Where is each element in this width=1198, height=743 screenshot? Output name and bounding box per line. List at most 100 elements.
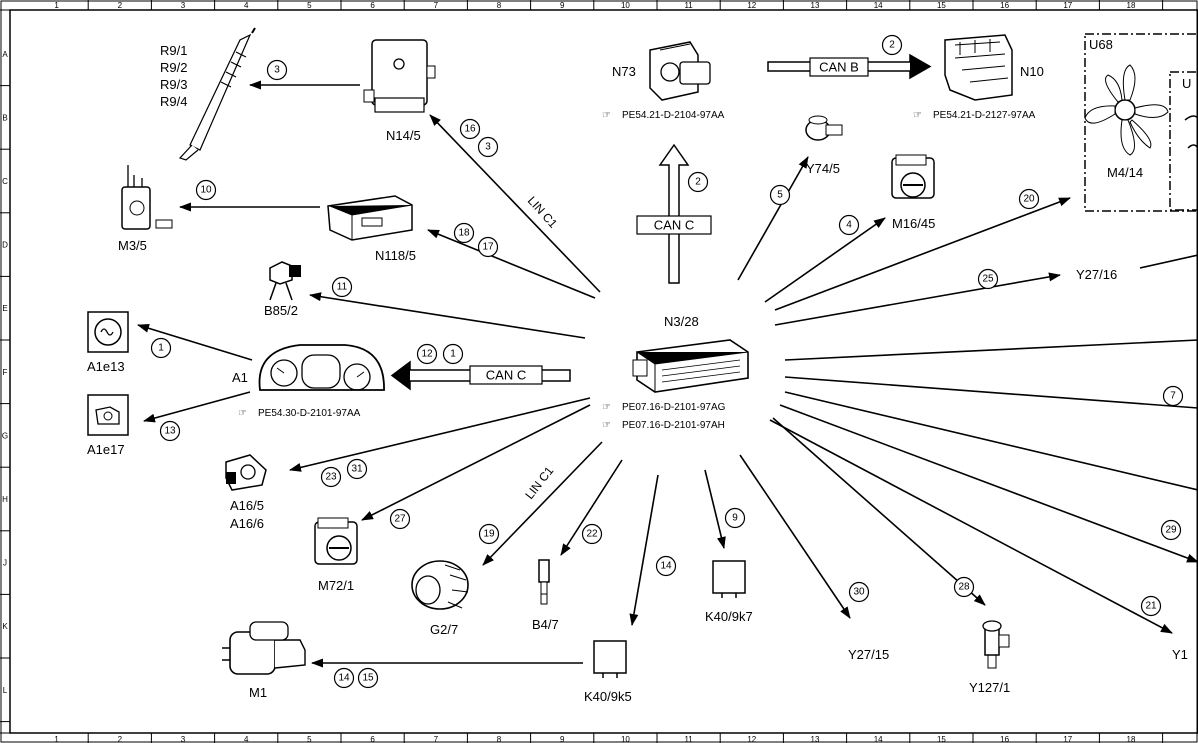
grid-col-4: 4 <box>244 1 249 10</box>
marker-m19_g27: 19 <box>478 523 500 545</box>
marker-m13_a1e17: 13 <box>159 420 181 442</box>
n73-ref-icon: ☞ <box>602 110 611 121</box>
can-c-label: CAN C <box>654 218 694 233</box>
control-unit-n118-5-icon[interactable] <box>327 195 413 241</box>
y1-partial-label: Y1 <box>1172 647 1188 662</box>
a1-ref[interactable]: PE54.30-D-2101-97AA <box>258 408 361 419</box>
marker-number: 19 <box>483 529 495 540</box>
marker-m25_y27: 25 <box>977 268 999 290</box>
grid-col-1: 1 <box>54 1 59 10</box>
indicator-a1e17-icon[interactable] <box>87 394 129 436</box>
marker-m31_a16: 31 <box>346 458 368 480</box>
can-b-label: CAN B <box>819 60 859 75</box>
marker-number: 25 <box>982 274 994 285</box>
m4-14-label: M4/14 <box>1107 165 1143 180</box>
marker-number: 22 <box>586 529 598 540</box>
marker-number: 11 <box>337 282 348 293</box>
r9-2-label: R9/2 <box>160 60 187 75</box>
grid-row-C: C <box>2 177 8 186</box>
marker-number: 13 <box>164 426 176 437</box>
starter-motor-m1-icon[interactable] <box>222 621 306 675</box>
fuel-pump-m3-5-icon[interactable] <box>121 165 173 230</box>
grid-col-10: 10 <box>621 735 630 743</box>
grid-col-1: 1 <box>54 735 59 743</box>
marker-m5_y74: 5 <box>769 184 791 206</box>
m72-1-label: M72/1 <box>318 578 354 593</box>
center-ref-2[interactable]: PE07.16-D-2101-97AH <box>622 420 725 431</box>
grid-col-17: 17 <box>1063 1 1072 10</box>
sensor-b85-2-icon[interactable] <box>269 261 301 301</box>
n14-5-label: N14/5 <box>386 128 421 143</box>
marker-m11_b85: 11 <box>331 276 353 298</box>
throttle-actuator-m16-45-icon[interactable] <box>891 154 935 199</box>
ignition-switch-n73-icon[interactable] <box>649 41 711 101</box>
grid-col-8: 8 <box>497 735 502 743</box>
grid-col-15: 15 <box>937 735 946 743</box>
a1e17-label: A1e17 <box>87 442 125 457</box>
marker-number: 30 <box>853 587 865 598</box>
valve-y74-5-icon[interactable] <box>805 115 843 141</box>
grid-col-8: 8 <box>497 1 502 10</box>
n10-label: N10 <box>1020 64 1044 79</box>
n73-ref[interactable]: PE54.21-D-2104-97AA <box>622 110 725 121</box>
u68-group-box: U68 U <box>1084 33 1198 212</box>
marker-m9_k40k7: 9 <box>724 507 746 529</box>
n3-28-label: N3/28 <box>664 314 699 329</box>
lin-c1-upper-label: LIN C1 <box>525 194 561 231</box>
marker-m16_n14: 16 <box>459 118 481 140</box>
u68-label: U68 <box>1089 37 1113 52</box>
indicator-a1e13-icon[interactable] <box>87 311 129 353</box>
grid-col-7: 7 <box>434 1 439 10</box>
marker-number: 14 <box>660 561 672 572</box>
grid-col-9: 9 <box>560 1 565 10</box>
a16-5-label: A16/5 <box>230 498 264 513</box>
pressure-sensor-b4-7-icon[interactable] <box>538 559 550 605</box>
y127-1-label: Y127/1 <box>969 680 1010 695</box>
can-c-vertical-bus: CAN C <box>636 143 712 284</box>
marker-number: 28 <box>958 582 970 593</box>
glow-control-unit-n14-5-icon[interactable] <box>363 39 436 113</box>
grid-row-G: G <box>2 431 8 440</box>
marker-number: 5 <box>777 190 783 201</box>
instrument-cluster-a1-icon[interactable] <box>258 344 385 391</box>
valve-y127-1-icon[interactable] <box>982 620 1010 669</box>
marker-m28_y1271: 28 <box>953 576 975 598</box>
marker-number: 10 <box>200 185 212 196</box>
b4-7-label: B4/7 <box>532 617 559 632</box>
grid-col-14: 14 <box>874 1 883 10</box>
grid-row-D: D <box>2 241 8 250</box>
grid-col-13: 13 <box>811 735 820 743</box>
marker-m1_a1e13: 1 <box>150 337 172 359</box>
engine-control-unit-n3-28-icon[interactable] <box>632 339 749 393</box>
center-ref-1[interactable]: PE07.16-D-2101-97AG <box>622 402 726 413</box>
lin-c1-lower-label: LIN C1 <box>522 464 556 502</box>
relay-k40-9k7-icon[interactable] <box>712 560 746 598</box>
grid-row-H: H <box>2 495 8 504</box>
a16-6-label: A16/6 <box>230 516 264 531</box>
marker-number: 9 <box>732 513 738 524</box>
r9-1-label: R9/1 <box>160 43 187 58</box>
fan-motor-m4-14-icon[interactable] <box>1084 64 1169 156</box>
can-c-a1-label: CAN C <box>486 368 526 383</box>
a1e13-label: A1e13 <box>87 359 125 374</box>
marker-m23_a16: 23 <box>320 466 342 488</box>
sam-control-unit-n10-icon[interactable] <box>944 34 1013 101</box>
knock-sensor-a16-icon[interactable] <box>225 454 267 491</box>
marker-number: 21 <box>1145 601 1157 612</box>
grid-col-18: 18 <box>1127 735 1136 743</box>
can-c-a1-bus: CAN C <box>390 360 571 391</box>
throttle-motor-m72-1-icon[interactable] <box>314 517 358 565</box>
alternator-g2-7-icon[interactable] <box>411 560 469 610</box>
marker-number: 20 <box>1023 194 1035 205</box>
marker-m10_m35: 10 <box>195 179 217 201</box>
grid-col-16: 16 <box>1000 1 1009 10</box>
n10-ref[interactable]: PE54.21-D-2127-97AA <box>933 110 1036 121</box>
grid-column-labels: 1122334455667788991010111112121313141415… <box>54 0 1164 743</box>
marker-m2_canb: 2 <box>881 34 903 56</box>
glow-plug-r9-icon[interactable] <box>178 27 256 161</box>
grid-row-J: J <box>3 559 7 568</box>
n118-5-label: N118/5 <box>375 248 416 263</box>
marker-number: 15 <box>362 673 374 684</box>
relay-k40-9k5-icon[interactable] <box>593 640 627 678</box>
